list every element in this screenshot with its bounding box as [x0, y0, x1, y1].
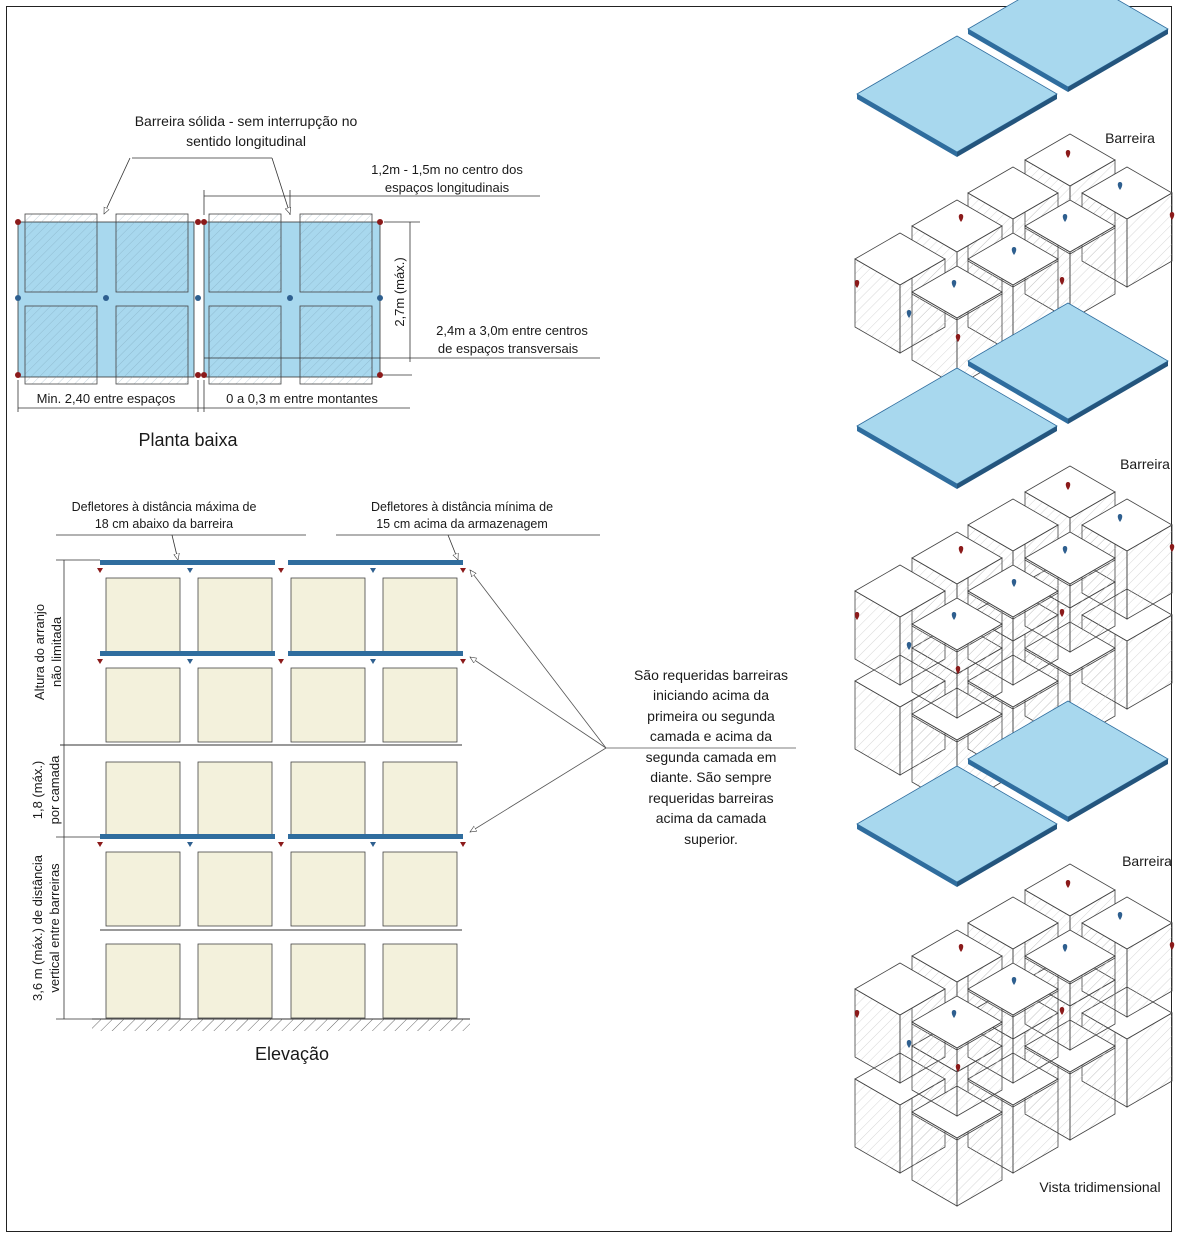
- uprights-label: 0 a 0,3 m entre montantes: [226, 391, 378, 406]
- height-unlimited-label-2: não limitada: [49, 616, 64, 687]
- iso-barrier-label-2: Barreira: [1120, 456, 1170, 472]
- height-unlimited-label-1: Altura do arranjo: [32, 604, 47, 700]
- iso-stack-middle-cube: [911, 597, 1003, 719]
- deflector-max-label-2: 18 cm abaixo da barreira: [95, 517, 233, 531]
- sprinkler-icon: [951, 612, 957, 620]
- deflector-min-label-1: Defletores à distância mínima de: [371, 500, 553, 514]
- solid-barrier-label-2: sentido longitudinal: [186, 133, 306, 149]
- deflector-min-label-2: 15 cm acima da armazenagem: [376, 517, 548, 531]
- iso-stack-top-barrier-left: [856, 35, 1058, 157]
- iso-view-title: Vista tridimensional: [1039, 1179, 1160, 1195]
- svg-text:primeira ou segunda: primeira ou segunda: [647, 708, 775, 724]
- plan-dimensions: [17, 190, 600, 412]
- ground-hatch: [92, 1019, 470, 1031]
- svg-text:acima da camada: acima da camada: [656, 810, 767, 826]
- iso-stack-bottom-barrier-left: [856, 765, 1058, 887]
- sprinkler-icon: [958, 944, 964, 952]
- svg-text:diante. São sempre: diante. São sempre: [650, 769, 772, 785]
- height-max-label: 2,7m (máx.): [392, 257, 407, 326]
- elevation-barriers: [100, 560, 463, 839]
- iso-stack-bottom-cube: [911, 995, 1003, 1117]
- plan-view: Barreira sólida - sem interrupção no sen…: [15, 113, 600, 450]
- sprinkler-icon: [854, 280, 860, 288]
- svg-text:superior.: superior.: [684, 831, 738, 847]
- deflector-max-label-1: Defletores à distância máxima de: [72, 500, 257, 514]
- center-spacing-label-1: 1,2m - 1,5m no centro dos: [371, 162, 523, 177]
- center-spacing-label-2: espaços longitudinais: [385, 180, 510, 195]
- per-layer-label-2: por camada: [47, 755, 62, 824]
- svg-text:requeridas barreiras: requeridas barreiras: [648, 790, 773, 806]
- note-leaders: [470, 570, 796, 832]
- sprinkler-icon: [951, 280, 957, 288]
- sprinkler-icon: [1062, 214, 1068, 222]
- requirement-note: São requeridas barreiras iniciando acima…: [634, 667, 788, 847]
- svg-text:São requeridas barreiras: São requeridas barreiras: [634, 667, 788, 683]
- sprinkler-icon: [1011, 247, 1017, 255]
- plan-storage-cells: [24, 213, 373, 385]
- elevation-view: Defletores à distância máxima de 18 cm a…: [30, 500, 796, 1064]
- sprinkler-icon: [1117, 912, 1123, 920]
- transverse-label-2: de espaços transversais: [438, 341, 579, 356]
- iso-stack-top-cube: [911, 265, 1003, 387]
- sprinkler-icon: [1059, 277, 1065, 285]
- transverse-label-1: 2,4m a 3,0m entre centros: [436, 323, 588, 338]
- elevation-title: Elevação: [255, 1044, 329, 1064]
- iso-stack-bottom-barrier-right: [967, 700, 1169, 822]
- sprinkler-icon: [906, 310, 912, 318]
- sprinkler-icon: [906, 642, 912, 650]
- vertical-distance-label-1: 3,6 m (máx.) de distância: [30, 854, 45, 1001]
- sprinkler-icon: [854, 1010, 860, 1018]
- sprinkler-icon: [906, 1040, 912, 1048]
- sprinkler-icon: [1059, 609, 1065, 617]
- sprinkler-icon: [1062, 944, 1068, 952]
- sprinkler-icon: [1065, 150, 1071, 158]
- sprinkler-icon: [1011, 579, 1017, 587]
- per-layer-label-1: 1,8 (máx.): [30, 761, 45, 820]
- sprinkler-icon: [1169, 212, 1175, 220]
- isometric-view: [854, 0, 1175, 1207]
- sprinkler-icon: [1169, 544, 1175, 552]
- sprinkler-icon: [1059, 1007, 1065, 1015]
- svg-text:segunda camada em: segunda camada em: [646, 749, 777, 765]
- sprinkler-icon: [955, 334, 961, 342]
- sprinkler-icon: [1117, 182, 1123, 190]
- sprinkler-icon: [958, 546, 964, 554]
- sprinkler-icon: [1065, 880, 1071, 888]
- min-spacing-label: Min. 2,40 entre espaços: [37, 391, 176, 406]
- svg-text:iniciando acima da: iniciando acima da: [653, 687, 769, 703]
- iso-barrier-label-1: Barreira: [1105, 130, 1155, 146]
- iso-barrier-label-3: Barreira: [1122, 853, 1172, 869]
- elevation-sprinklers: [97, 568, 466, 847]
- plan-title: Planta baixa: [138, 430, 238, 450]
- sprinkler-icon: [1065, 482, 1071, 490]
- sprinkler-icon: [955, 1064, 961, 1072]
- sprinkler-icon: [854, 612, 860, 620]
- plan-uprights: [15, 219, 383, 378]
- sprinkler-icon: [951, 1010, 957, 1018]
- sprinkler-icon: [1169, 942, 1175, 950]
- sprinkler-icon: [1011, 977, 1017, 985]
- vertical-distance-label-2: vertical entre barreiras: [47, 863, 62, 993]
- elevation-dimensions: [56, 559, 100, 1020]
- iso-stack-middle-cube: [854, 564, 946, 686]
- sprinkler-icon: [958, 214, 964, 222]
- solid-barrier-label-1: Barreira sólida - sem interrupção no: [135, 113, 358, 129]
- iso-stack-middle-barrier-left: [856, 367, 1058, 489]
- sprinkler-icon: [1062, 546, 1068, 554]
- iso-stack-middle-barrier-right: [967, 302, 1169, 424]
- sprinkler-icon: [955, 666, 961, 674]
- iso-stack-top-barrier-right: [967, 0, 1169, 92]
- elevation-boxes: [105, 577, 458, 1019]
- svg-text:camada e acima da: camada e acima da: [650, 728, 772, 744]
- sprinkler-icon: [1117, 514, 1123, 522]
